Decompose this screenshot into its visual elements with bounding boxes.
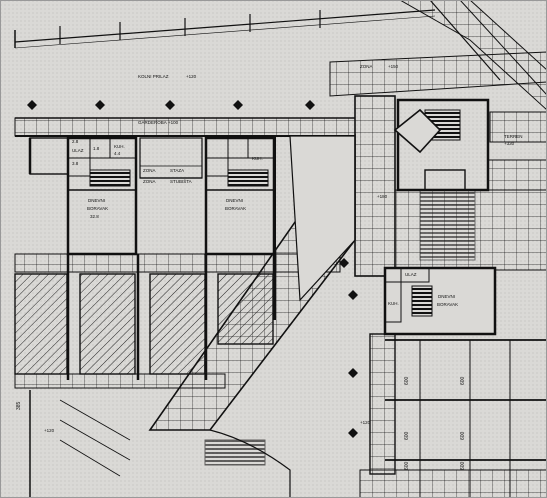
paving-top-right — [329, 0, 547, 111]
unit-a-room-28: 2.8 — [72, 139, 79, 144]
dim-4: 600 — [460, 431, 466, 440]
bottom-arc — [204, 429, 291, 498]
lower-left-terrace — [14, 373, 226, 498]
tower-structure — [393, 98, 547, 192]
level-bottom-left: +120 — [44, 428, 55, 433]
unit-a-kuh: KUH. — [114, 144, 125, 149]
dim-2: 600 — [460, 376, 466, 385]
unit-a-ulaz: ULAZ — [72, 148, 84, 153]
top-railing — [14, 9, 436, 49]
unit-a-boravak: BORAVAK — [87, 206, 108, 211]
dim-3: 600 — [404, 431, 410, 440]
unit-a-room-18: 1.8 — [93, 146, 100, 151]
staza-label: STAZA — [170, 168, 184, 173]
corridor-band — [14, 117, 356, 137]
dim-1: 600 — [404, 376, 410, 385]
unit-c-ulaz: ULAZ — [405, 272, 417, 277]
dim-6: 600 — [460, 461, 466, 470]
level-180: +180 — [377, 194, 388, 199]
kolni-prilaz-label: KOLNI PRILAZ — [138, 74, 169, 79]
unit-c-boravak: BORAVAK — [437, 302, 458, 307]
unit-a-area: 32.8 — [90, 214, 99, 219]
zona-label: ZONA — [360, 64, 373, 69]
unit-b-boravak: BORAVAK — [225, 206, 246, 211]
central-zone — [139, 137, 203, 179]
terrace-row — [14, 253, 341, 273]
kolni-prilaz-level: +120 — [186, 74, 197, 79]
unit-c-kuh: KUH. — [388, 301, 399, 306]
unit-a-dnevni: DNEVNI — [88, 198, 105, 203]
unit-a-room-44: 4.4 — [114, 151, 121, 156]
diagonal-ramp — [148, 133, 356, 431]
stubista-label: STUBIŠTA — [170, 178, 192, 184]
unit-c-dnevni: DNEVNI — [438, 294, 455, 299]
dim-5: 600 — [404, 461, 410, 470]
garderoba-level: +100 — [168, 120, 179, 125]
unit-a-room-38: 3.8 — [72, 161, 79, 166]
right-grid-region — [394, 189, 547, 271]
teren-level: +330 — [504, 141, 515, 146]
unit-b-dnevni: DNEVNI — [226, 198, 243, 203]
lower-right-columns — [359, 339, 547, 498]
level-120: +120 — [360, 420, 371, 425]
left-vertical-dim: 385 — [16, 401, 22, 410]
teren-label: TERREN — [504, 134, 523, 139]
unit-b-kuh: KUH. — [252, 156, 263, 161]
garderoba-label: GARDEROBA — [138, 120, 167, 125]
unit-c — [369, 266, 497, 475]
zona-stubista-label: ZONA — [143, 179, 156, 184]
zona-level: +150 — [388, 64, 399, 69]
zona-staza-label: ZONA — [143, 168, 156, 173]
